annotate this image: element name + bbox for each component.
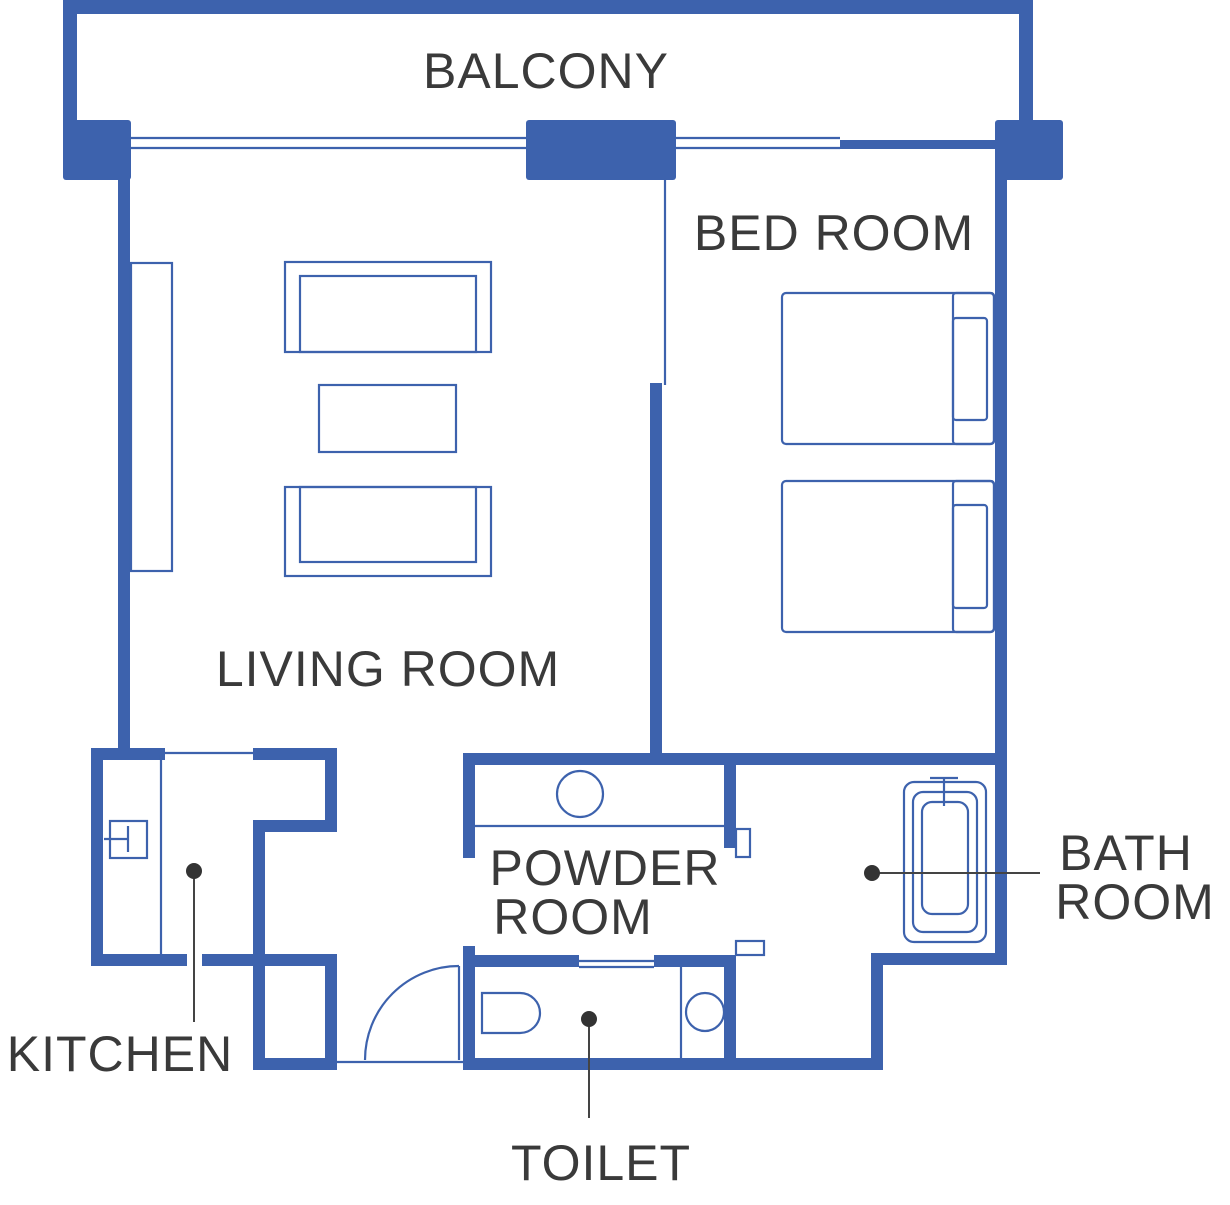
bathroom-label-line1: BATH: [1059, 825, 1193, 881]
partition-wall: [650, 383, 662, 765]
main-walls: [91, 175, 1007, 1070]
living-room-label: LIVING ROOM: [216, 641, 560, 697]
pillar-right: [995, 120, 1063, 180]
tv-console: [129, 261, 174, 573]
kitchen-inner-wall: [253, 820, 337, 832]
kitchen-marker: [186, 863, 202, 879]
toilet-label: TOILET: [511, 1135, 691, 1191]
bathroom-marker: [864, 865, 880, 881]
bedroom-label: BED ROOM: [694, 205, 974, 261]
bed-lower: [780, 479, 996, 634]
toilet-left-wall: [463, 946, 475, 1070]
kitchen-bottom-wall-b: [202, 954, 337, 966]
bathtub: [902, 776, 988, 944]
toilet-marker: [581, 1011, 597, 1027]
toilet-bowl: [480, 991, 542, 1035]
powder-room-label-line2: ROOM: [493, 889, 653, 945]
fixtures: [104, 260, 996, 1064]
balcony-left-wall: [63, 0, 77, 130]
bedroom-window-wall: [840, 140, 995, 149]
toilet-top-wall-b: [654, 955, 736, 967]
kitchen-top-wall-a: [91, 748, 165, 760]
pillar-center: [526, 120, 676, 180]
balcony-label: BALCONY: [423, 43, 669, 99]
kitchen-label: KITCHEN: [7, 1026, 233, 1082]
entry-door-swing: [363, 964, 460, 1061]
bed-upper: [780, 291, 996, 446]
kitchen-right-wall: [325, 748, 337, 832]
balcony-windows: [131, 136, 995, 150]
bath-lower-left-wall: [871, 953, 883, 1070]
pillar-left: [63, 120, 131, 180]
kitchen-bottom-wall-a: [91, 954, 187, 966]
leaders: [186, 863, 1040, 1118]
entry-bottom-wall: [253, 1058, 337, 1070]
powder-left-wall: [463, 753, 475, 858]
powder-bath-wall-upper: [724, 753, 736, 848]
toilet-sink: [684, 991, 726, 1033]
room-labels: BALCONY BED ROOM LIVING ROOM POWDER ROOM…: [7, 43, 1215, 1191]
bottom-wall: [463, 1058, 883, 1070]
powder-bath-wall-lower: [724, 955, 736, 1067]
bath-lower-step-wall: [871, 953, 1007, 965]
bedroom-right-wall: [995, 175, 1007, 965]
kitchen-left-wall: [91, 748, 103, 966]
toilet-top-wall-a: [463, 955, 579, 967]
living-left-wall: [118, 175, 130, 755]
kitchen-top-wall-b: [253, 748, 337, 760]
balcony-top-wall: [63, 0, 1033, 14]
powder-sink: [555, 769, 605, 819]
balcony-walls: [63, 0, 1033, 130]
powder-room-label-line1: POWDER: [490, 840, 721, 896]
entry-left-wall: [253, 820, 265, 1070]
entry-right-wall: [325, 954, 337, 1070]
pillars: [63, 120, 1063, 180]
balcony-right-wall: [1019, 0, 1033, 130]
bathroom-label-line2: ROOM: [1055, 874, 1215, 930]
coffee-table: [317, 383, 458, 454]
